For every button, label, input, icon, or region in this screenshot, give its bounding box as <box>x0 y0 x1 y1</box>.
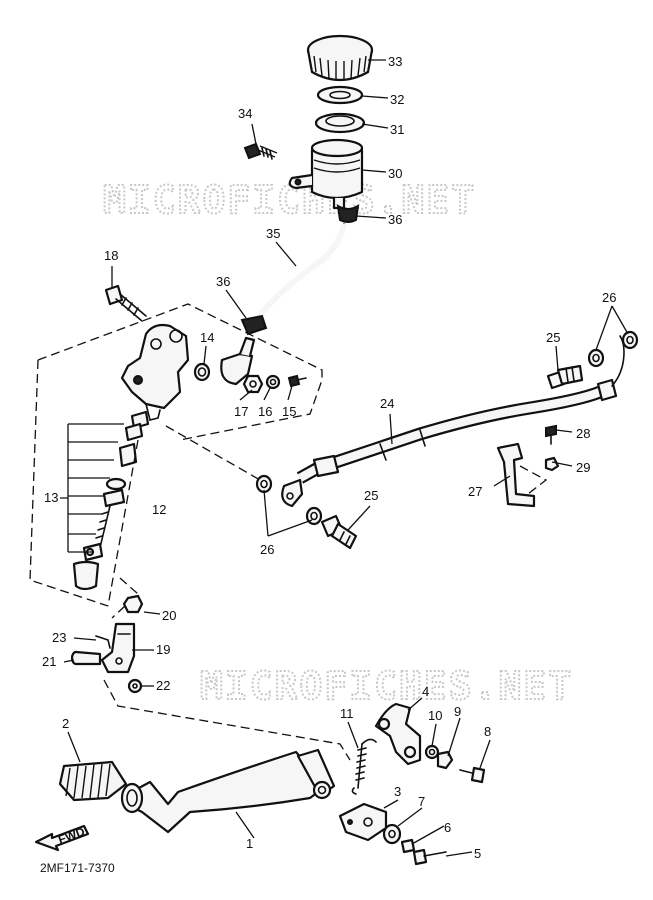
callout-24: 24 <box>380 396 394 411</box>
callout-28: 28 <box>576 426 590 441</box>
washer-10 <box>424 744 440 760</box>
callout-15: 15 <box>282 404 296 419</box>
callout-31: 31 <box>390 122 404 137</box>
locknut-20 <box>122 594 144 614</box>
hose-clip-lower <box>240 314 268 336</box>
cotter-pin <box>95 635 111 649</box>
kit-dashed-bracket <box>111 577 139 619</box>
callout-7: 7 <box>418 794 425 809</box>
hose-clip-upper <box>336 204 360 223</box>
callout-4: 4 <box>422 684 429 699</box>
master-cylinder-boundary <box>29 303 323 607</box>
callout-13: 13 <box>44 490 58 505</box>
nut-9 <box>436 750 454 770</box>
pedal-rubber <box>58 760 128 802</box>
union-bolt-lower <box>320 514 358 550</box>
bracket-dashed-link <box>519 465 548 495</box>
callout-10: 10 <box>428 708 442 723</box>
callout-30: 30 <box>388 166 402 181</box>
callout-12: 12 <box>152 502 166 517</box>
callout-9: 9 <box>454 704 461 719</box>
master-cylinder-kit-parts <box>72 410 150 591</box>
callout-20: 20 <box>162 608 176 623</box>
forward-arrow-icon: FWD <box>34 824 90 852</box>
washer-22 <box>127 678 143 694</box>
callout-23: 23 <box>52 630 66 645</box>
watermark-top: MICROFICHES.NET <box>103 178 476 222</box>
routing-dashed-rod <box>103 679 351 761</box>
nut-6 <box>400 838 416 854</box>
callout-19: 19 <box>156 642 170 657</box>
watermark-bottom: MICROFICHES.NET <box>200 664 573 708</box>
brake-pedal <box>120 748 336 834</box>
callout-26-lower: 26 <box>260 542 274 557</box>
nut-17 <box>242 374 264 394</box>
callout-27: 27 <box>468 484 482 499</box>
callout-26-upper: 26 <box>602 290 616 305</box>
callout-8: 8 <box>484 724 491 739</box>
copper-washers <box>255 330 639 526</box>
callout-labels: 1 2 3 4 5 6 7 8 9 10 11 12 13 14 15 16 1… <box>42 54 616 861</box>
reservoir-diaphragm <box>314 112 366 134</box>
washer-7 <box>382 823 402 845</box>
bolt-15 <box>287 374 307 388</box>
bracket-bolt <box>545 424 557 445</box>
callout-5: 5 <box>474 846 481 861</box>
callout-3: 3 <box>394 784 401 799</box>
pivot-plate <box>338 802 388 842</box>
washer-16 <box>265 374 281 390</box>
reservoir-cap <box>306 34 374 82</box>
o-ring <box>193 362 211 382</box>
hose-bracket <box>496 442 536 508</box>
callout-21: 21 <box>42 654 56 669</box>
diagram-code: 2MF171-7370 <box>40 861 115 875</box>
callout-18: 18 <box>104 248 118 263</box>
callout-14: 14 <box>200 330 214 345</box>
callout-33: 33 <box>388 54 402 69</box>
callout-22: 22 <box>156 678 170 693</box>
callout-6: 6 <box>444 820 451 835</box>
routing-dashed-hose <box>165 425 261 481</box>
bracket-nut <box>544 456 560 472</box>
reservoir-bolt <box>243 142 278 160</box>
brake-hose <box>281 335 625 508</box>
forward-arrow-label: FWD <box>56 824 87 847</box>
kit-bracket <box>60 423 124 553</box>
master-cylinder-bolt <box>104 284 147 322</box>
callout-34: 34 <box>238 106 252 121</box>
pedal-bracket <box>374 702 422 766</box>
callout-36-upper: 36 <box>388 212 402 227</box>
callout-25-lower: 25 <box>364 488 378 503</box>
clevis <box>100 622 136 674</box>
bolt-8 <box>459 766 486 784</box>
leader-lines <box>63 59 629 857</box>
callout-2: 2 <box>62 716 69 731</box>
master-cylinder-body <box>120 323 190 421</box>
reservoir-diaphragm-plate <box>316 85 364 105</box>
return-spring <box>351 738 377 795</box>
callout-29: 29 <box>576 460 590 475</box>
callout-32: 32 <box>390 92 404 107</box>
callout-16: 16 <box>258 404 272 419</box>
reservoir-tank <box>288 138 364 210</box>
hose-joint <box>220 336 256 386</box>
clevis-pin <box>70 650 102 666</box>
callout-11: 11 <box>340 706 354 721</box>
callout-36-lower: 36 <box>216 274 230 289</box>
bolt-5 <box>412 848 447 866</box>
union-bolt-upper <box>546 364 584 390</box>
callout-1: 1 <box>246 836 253 851</box>
callout-25-upper: 25 <box>546 330 560 345</box>
callout-17: 17 <box>234 404 248 419</box>
callout-35: 35 <box>266 226 280 241</box>
